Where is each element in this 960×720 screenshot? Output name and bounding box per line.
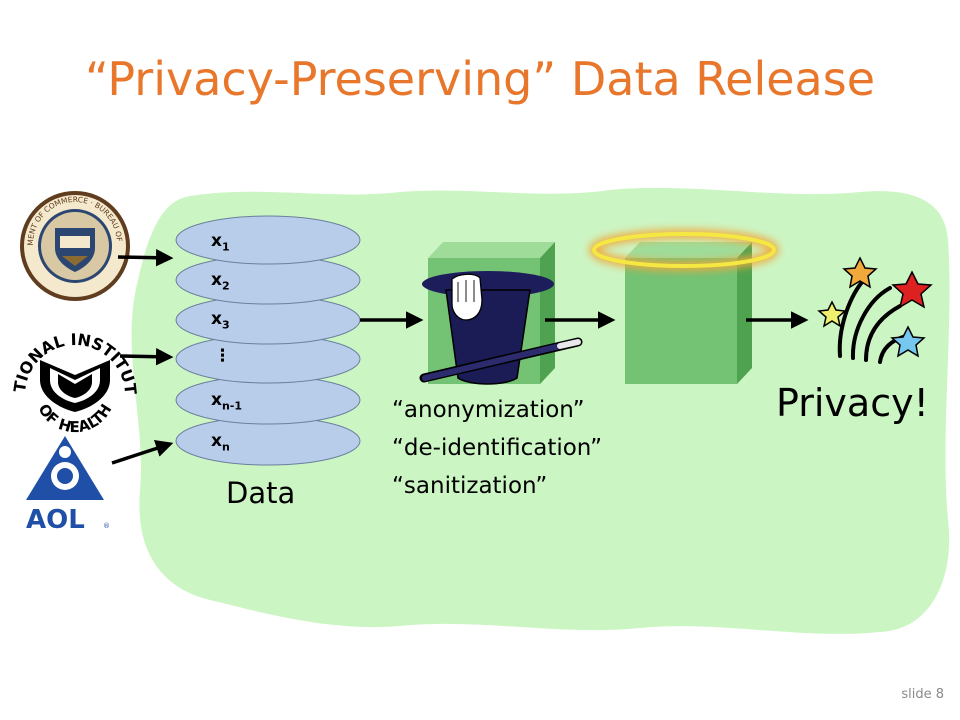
data-stack bbox=[175, 215, 361, 466]
process-label: “sanitization” bbox=[392, 473, 548, 499]
logo-arrows bbox=[111, 248, 174, 465]
star-icon bbox=[890, 325, 926, 358]
star-icon bbox=[891, 270, 933, 309]
star-icon bbox=[817, 300, 847, 328]
data-item-label: ⋮ bbox=[214, 346, 231, 366]
slide-title: “Privacy-Preserving” Data Release bbox=[84, 52, 876, 106]
aol-logo-icon: AOL ® bbox=[26, 436, 110, 535]
sanitized-box bbox=[625, 242, 752, 384]
data-item-label: xn-1 bbox=[211, 390, 243, 413]
halo-icon bbox=[589, 229, 779, 271]
star-icon bbox=[842, 256, 878, 289]
process-label: “de-identification” bbox=[392, 435, 603, 461]
process-label: “anonymization” bbox=[392, 397, 585, 423]
data-item-label: xn bbox=[211, 431, 230, 454]
data-disk bbox=[175, 215, 361, 265]
magic-wand-icon bbox=[419, 337, 583, 383]
privacy-label: Privacy! bbox=[776, 381, 929, 425]
census-bureau-seal-icon: U.S. DEPARTMENT OF COMMERCE · BUREAU OF … bbox=[0, 0, 130, 301]
svg-text:®: ® bbox=[103, 522, 110, 530]
svg-text:AOL: AOL bbox=[26, 505, 85, 535]
data-item-label: x3 bbox=[211, 309, 230, 332]
data-label: Data bbox=[226, 476, 296, 510]
data-item-label: x2 bbox=[211, 270, 230, 293]
shooting-stars-icon bbox=[817, 256, 933, 364]
data-item-label: x1 bbox=[211, 231, 230, 254]
slide-number: slide 8 bbox=[901, 687, 944, 702]
